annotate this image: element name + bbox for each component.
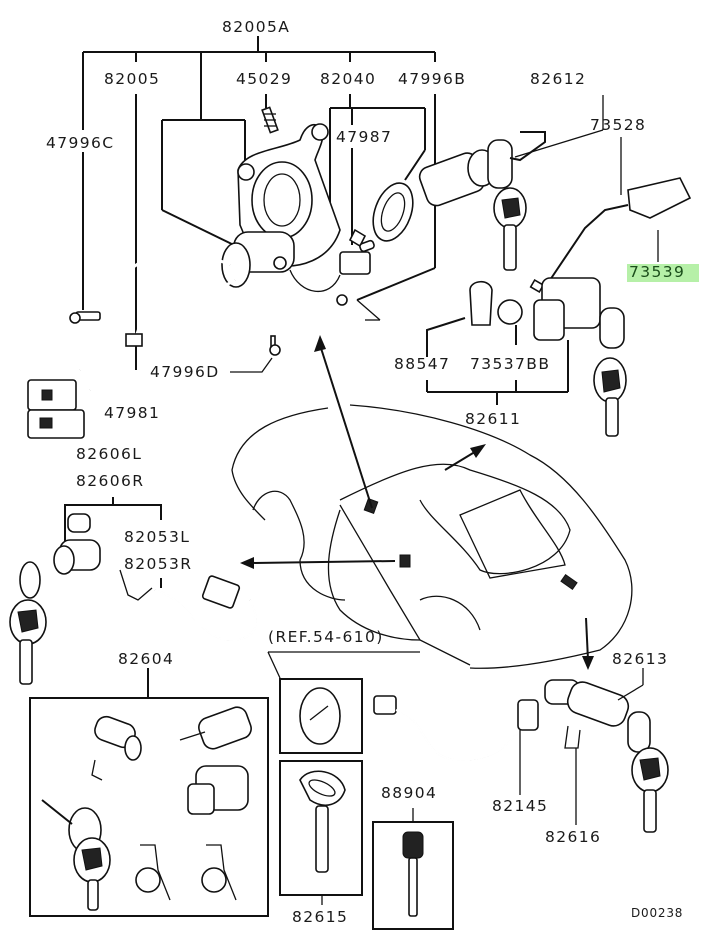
door-lock-switch-harness-icon — [119, 569, 257, 642]
part-label-82612[interactable]: 82612 — [530, 70, 587, 88]
part-label-47996C[interactable]: 47996C — [46, 134, 115, 152]
part-label-82613[interactable]: 82613 — [612, 650, 669, 668]
part-label-73539-highlighted[interactable]: 73539 — [627, 264, 700, 282]
part-label-82606R[interactable]: 82606R — [76, 472, 145, 490]
part-label-82005[interactable]: 82005 — [104, 70, 161, 88]
part-label-82611[interactable]: 82611 — [465, 410, 522, 428]
glove-box-lock-group-icon — [426, 277, 627, 437]
part-label-47996D[interactable]: 47996D — [150, 363, 220, 381]
part-label-73528[interactable]: 73528 — [590, 116, 647, 134]
part-label-82040[interactable]: 82040 — [320, 70, 377, 88]
part-label-82616[interactable]: 82616 — [545, 828, 602, 846]
bolt-47996C-icon — [69, 311, 101, 324]
arrows — [240, 335, 594, 670]
part-label-82053R[interactable]: 82053R — [124, 555, 193, 573]
part-label-88547[interactable]: 88547 — [394, 355, 451, 373]
drawing-code: D00238 — [631, 906, 684, 920]
part-label-82053L[interactable]: 82053L — [124, 528, 191, 546]
part-label-73537BB[interactable]: 73537BB — [470, 355, 551, 373]
part-label-88904[interactable]: 88904 — [381, 784, 438, 802]
trunk-lock-cylinder-icon — [373, 668, 669, 833]
part-label-45029[interactable]: 45029 — [236, 70, 293, 88]
part-label-47996B[interactable]: 47996B — [398, 70, 467, 88]
bolt-47996D-icon — [230, 335, 281, 373]
ignition-key-cylinder-icon — [418, 95, 604, 271]
part-label-82604[interactable]: 82604 — [118, 650, 175, 668]
car-outline-icon — [231, 404, 633, 669]
part-label-82606L[interactable]: 82606L — [76, 445, 143, 463]
part-label-47987[interactable]: 47987 — [336, 128, 393, 146]
part-label-82145[interactable]: 82145 — [492, 797, 549, 815]
reference-boxes — [267, 651, 454, 930]
door-lock-cylinder-icon — [9, 497, 162, 685]
part-label-47981[interactable]: 47981 — [104, 404, 161, 422]
lock-set-kit-box — [29, 668, 269, 917]
reference-note: (REF.54-610) — [268, 628, 384, 646]
wire-harness-icon — [27, 252, 341, 439]
key-reminder-switch-icon — [359, 182, 414, 253]
part-label-82615[interactable]: 82615 — [292, 908, 349, 926]
part-label-82005A[interactable]: 82005A — [222, 18, 291, 36]
leader-lines-82005A — [82, 36, 436, 370]
screw-45029-icon — [261, 106, 279, 134]
ignition-switch-housing-icon — [221, 123, 371, 306]
